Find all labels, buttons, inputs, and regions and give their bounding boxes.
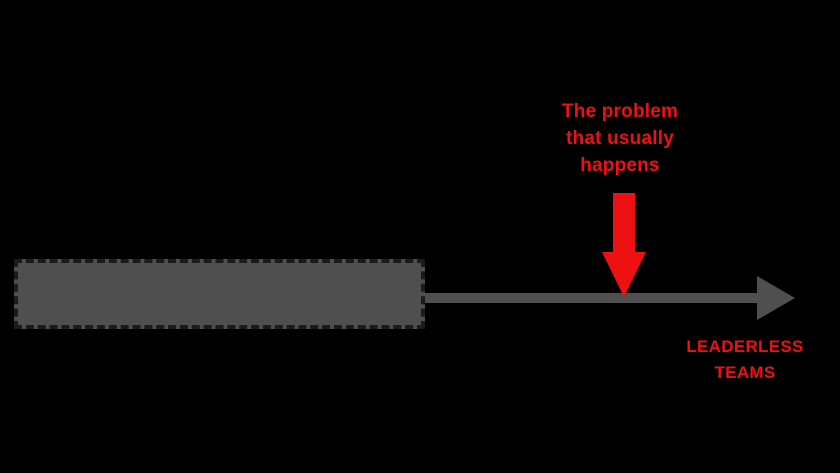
endpoint-label-line-2: TEAMS (714, 363, 776, 382)
callout-text: The problem that usually happens (545, 98, 695, 179)
endpoint-label-line-1: LEADERLESS (686, 337, 804, 356)
callout-line-3: happens (580, 155, 660, 176)
timeline-arrow-head-icon (757, 276, 795, 320)
red-down-arrow-head-icon (602, 252, 646, 297)
callout-line-2: that usually (566, 128, 674, 149)
timeline-arrow-shaft (425, 293, 765, 303)
red-down-arrow-shaft (613, 193, 635, 261)
callout-line-1: The problem (561, 101, 679, 122)
endpoint-label: LEADERLESS TEAMS (670, 334, 820, 386)
dashed-gray-segment (14, 259, 425, 329)
